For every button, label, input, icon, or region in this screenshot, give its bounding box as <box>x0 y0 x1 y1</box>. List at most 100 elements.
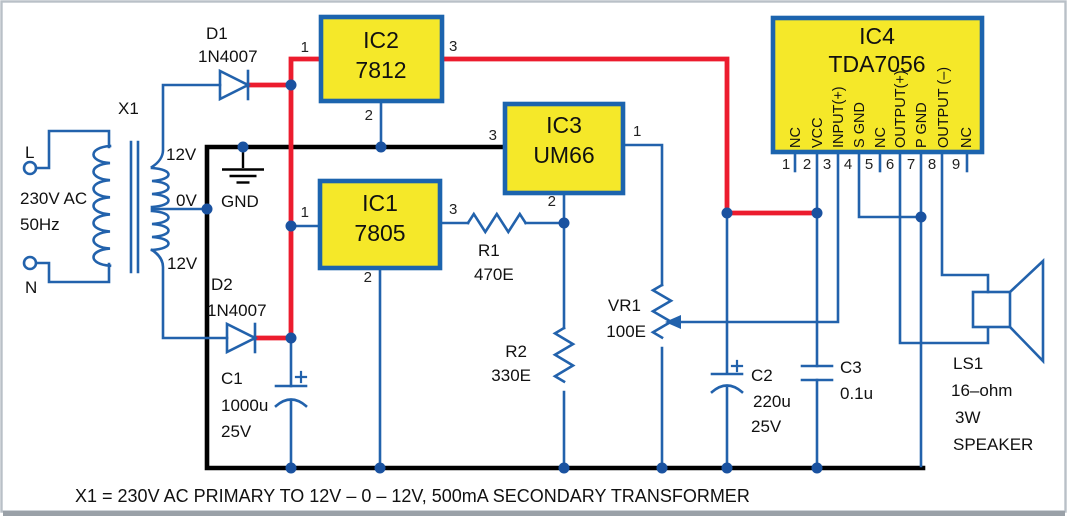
gnd-label: GND <box>221 192 259 211</box>
vr1-wiper-arrow <box>665 315 681 329</box>
positive-rail <box>245 56 820 341</box>
speaker-ls1 <box>971 257 1045 365</box>
ic4-pin-number-8: 8 <box>928 156 936 173</box>
ic3-ref: IC3 <box>546 112 582 138</box>
ic3-part: UM66 <box>533 142 594 168</box>
ic4-pin-number-5: 5 <box>865 156 873 173</box>
wire-sec-bottom-tap <box>150 248 229 340</box>
secondary-winding-lower <box>150 209 170 252</box>
primary-spec-1: 230V AC <box>20 189 87 208</box>
ic1-pin-gnd: 2 <box>364 269 372 286</box>
ic3-pin-bottom: 2 <box>548 193 556 210</box>
primary-spec-2: 50Hz <box>20 215 60 234</box>
ic4-pin-number-9: 9 <box>952 156 960 173</box>
vr1-value: 100E <box>606 322 646 341</box>
speaker-body <box>971 290 1012 329</box>
tap-top-label: 12V <box>166 145 197 164</box>
ic2-pin-gnd: 2 <box>365 107 373 124</box>
c1-ref: C1 <box>221 369 243 388</box>
ic2-pin-in: 1 <box>301 39 309 56</box>
ic4-pin-label-3: INPUT(+) <box>831 86 847 148</box>
c2-plus-sign <box>730 359 744 373</box>
ic4-pin-number-2: 2 <box>803 156 811 173</box>
ls1-ref: LS1 <box>953 354 983 373</box>
wire-output-minus <box>940 151 990 294</box>
resistor-r2 <box>552 326 576 384</box>
wire-live-lead <box>34 129 111 170</box>
ic4-pin-label-7: P GND <box>914 102 930 148</box>
ic4-pin-label-2: VCC <box>810 117 826 148</box>
ic1-part: 7805 <box>354 220 405 246</box>
c1-rating: 25V <box>221 422 252 441</box>
c3-ref: C3 <box>840 358 862 377</box>
secondary-winding-upper <box>150 166 170 209</box>
ic4-pin-number-7: 7 <box>907 156 915 173</box>
c2-ref: C2 <box>751 366 773 385</box>
ic2-part: 7812 <box>355 57 406 83</box>
blue-wires <box>34 83 990 470</box>
ic3-pin-left: 3 <box>489 127 497 144</box>
c1-plate-bottom <box>274 398 308 408</box>
primary-winding <box>92 144 112 268</box>
ic1-pin-out: 3 <box>449 201 457 218</box>
r1-ref: R1 <box>478 241 500 260</box>
c1-plus-sign <box>294 370 308 384</box>
ls1-kind: SPEAKER <box>953 435 1033 454</box>
ls1-impedance: 16–ohm <box>951 381 1012 400</box>
vr1-ref: VR1 <box>608 296 641 315</box>
wire-output-plus <box>898 151 990 345</box>
capacitor-c2 <box>710 359 744 394</box>
tap-bottom-label: 12V <box>167 254 198 273</box>
wire-sec-top-tap <box>150 83 222 169</box>
tap-mid-label: 0V <box>176 191 197 210</box>
ls1-power: 3W <box>955 408 981 427</box>
wire-vr1-wiper-to-input <box>676 151 840 324</box>
r2-value: 330E <box>491 366 531 385</box>
red-ic2-to-ic4 <box>439 56 820 216</box>
diode-d1 <box>218 68 251 102</box>
d2-triangle <box>225 321 258 355</box>
c2-rating: 25V <box>751 417 782 436</box>
ic4-pin-label-6: OUTPUT(+) <box>893 70 909 148</box>
ic1-box <box>317 178 443 271</box>
d1-triangle <box>218 68 251 102</box>
c3-value: 0.1u <box>840 384 873 403</box>
diode-d2 <box>225 321 258 355</box>
terminal-neutral <box>22 255 38 271</box>
d2-part: 1N4007 <box>207 301 267 320</box>
r1-value: 470E <box>474 265 514 284</box>
ic4-pin-number-3: 3 <box>823 156 831 173</box>
red-rail-left <box>288 56 323 341</box>
ic4-pin-label-4: S GND <box>852 102 868 148</box>
transformer-x1 <box>92 140 170 274</box>
ground-symbol <box>222 149 264 184</box>
live-label: L <box>25 143 34 162</box>
potentiometer-vr1 <box>650 283 681 340</box>
ic4-pin-label-5: NC <box>873 127 889 148</box>
wire-ic3-out-to-vr1 <box>621 143 664 287</box>
c2-value: 220u <box>753 392 791 411</box>
ic4-pin-number-4: 4 <box>844 156 852 173</box>
wire-sgnd-to-pgnd <box>857 151 920 219</box>
ic1-pin-in: 1 <box>301 204 309 221</box>
capacitor-c1 <box>274 370 308 408</box>
ic1-ref: IC1 <box>362 190 398 216</box>
ic4-pin-label-1: NC <box>788 127 804 148</box>
vr1-element <box>650 283 674 340</box>
d1-part: 1N4007 <box>198 47 258 66</box>
r2-ref: R2 <box>505 342 527 361</box>
neutral-label: N <box>25 278 37 297</box>
d1-ref: D1 <box>206 24 228 43</box>
x1-label: X1 <box>118 99 139 118</box>
ic3-pin-right: 1 <box>633 123 641 140</box>
ic4-pin-label-8: OUTPUT (–) <box>936 67 952 148</box>
caption: X1 = 230V AC PRIMARY TO 12V – 0 – 12V, 5… <box>75 486 750 506</box>
capacitor-c3 <box>800 364 834 382</box>
ic4-pin-number-6: 6 <box>886 156 894 173</box>
ic4-pin-numbers: 1 2 3 4 5 6 7 8 9 <box>782 156 960 173</box>
ic2-box <box>318 14 445 104</box>
ic4-pin-labels: NC VCC INPUT(+) S GND NC OUTPUT(+) P GND… <box>788 67 975 148</box>
ic2-ref: IC2 <box>363 27 399 53</box>
c2-plate-bottom <box>710 384 744 394</box>
